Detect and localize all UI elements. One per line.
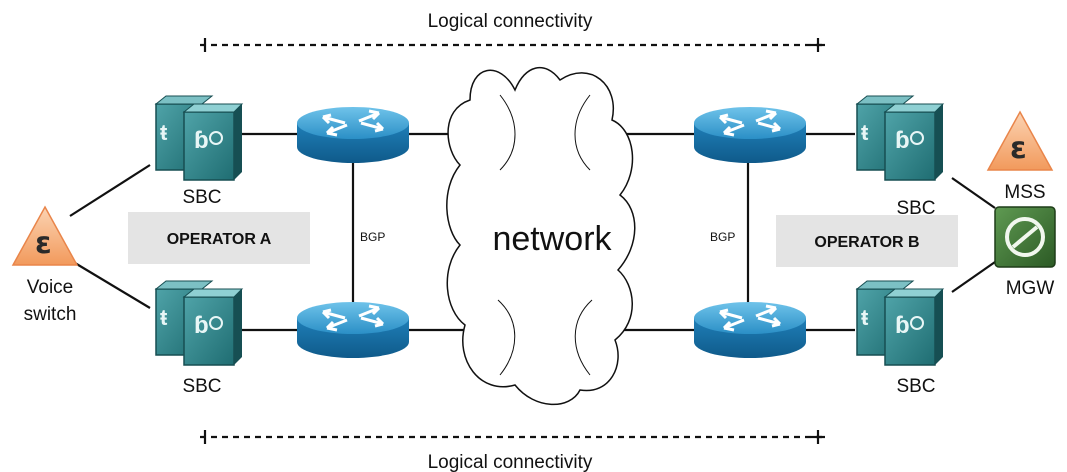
operator-b-label: OPERATOR B bbox=[814, 234, 919, 251]
operator-a-label: OPERATOR A bbox=[167, 231, 272, 248]
mgw-label: MGW bbox=[1006, 278, 1055, 299]
bgp-label-right: BGP bbox=[710, 230, 735, 244]
sbc-label-a-top: SBC bbox=[182, 187, 221, 208]
logical-connectivity-label-top: Logical connectivity bbox=[428, 11, 593, 32]
mgw-icon bbox=[994, 206, 1056, 268]
bgp-label-left: BGP bbox=[360, 230, 385, 244]
network-cloud bbox=[446, 66, 636, 406]
logical-connectivity-label-bottom: Logical connectivity bbox=[428, 452, 593, 472]
sbc-label-b-bottom: SBC bbox=[896, 376, 935, 397]
logical-connectivity-top bbox=[200, 38, 825, 52]
operator-b-box: OPERATOR B bbox=[776, 215, 958, 267]
voice-switch-label-line2: switch bbox=[24, 304, 77, 325]
sbc-icon bbox=[856, 280, 944, 366]
sbc-icon bbox=[856, 95, 944, 181]
operator-a-box: OPERATOR A bbox=[128, 212, 310, 264]
network-label: network bbox=[492, 220, 612, 258]
logical-connectivity-bottom bbox=[200, 430, 825, 444]
router-icon bbox=[692, 300, 808, 360]
sbc-icon bbox=[155, 280, 243, 366]
mss-icon bbox=[987, 111, 1053, 171]
sbc-label-b-top: SBC bbox=[896, 198, 935, 219]
sbc-icon bbox=[155, 95, 243, 181]
voice-switch-label-line1: Voice bbox=[27, 277, 73, 298]
router-icon bbox=[295, 300, 411, 360]
sbc-label-a-bottom: SBC bbox=[182, 376, 221, 397]
mss-label: MSS bbox=[1004, 182, 1045, 203]
router-icon bbox=[295, 105, 411, 165]
voice-switch-icon bbox=[12, 206, 78, 266]
router-icon bbox=[692, 105, 808, 165]
